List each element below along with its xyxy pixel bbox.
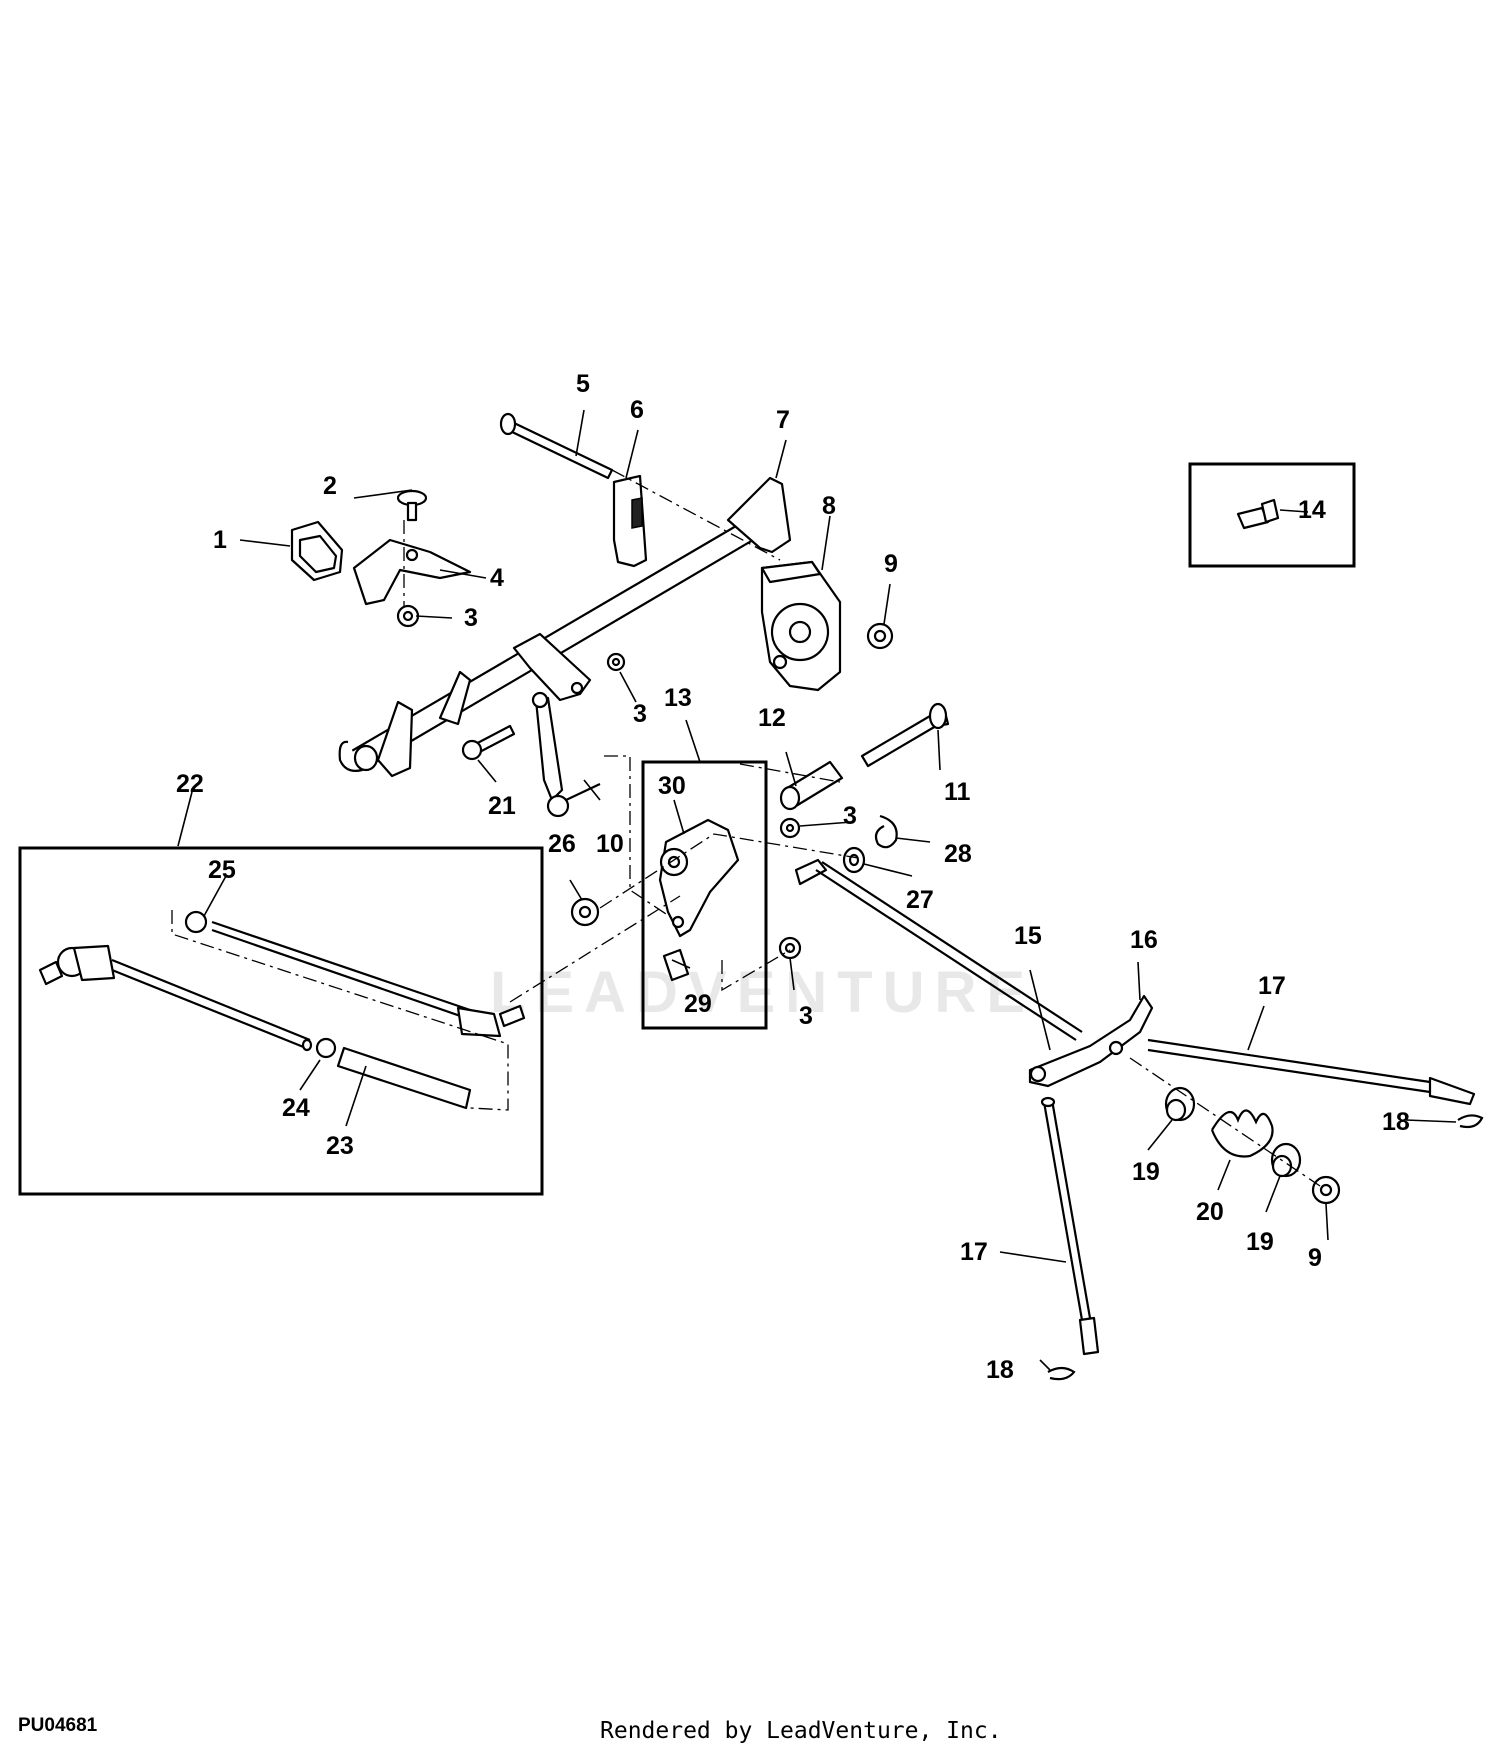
tie-rod-lower — [1040, 1096, 1100, 1356]
hex-nut-26 — [570, 897, 600, 927]
pivot-pin — [499, 412, 614, 480]
callout-26: 26 — [548, 830, 576, 858]
hex-nut-9-top — [866, 622, 894, 650]
spring-cup-right — [1270, 1142, 1302, 1178]
link-rod — [461, 691, 601, 818]
callout-5: 5 — [576, 370, 590, 398]
hex-nut-3-lower — [778, 936, 802, 960]
callout-16: 16 — [1130, 926, 1158, 954]
callout-leaders — [177, 409, 1457, 1371]
callout-11: 11 — [944, 778, 971, 806]
watermark-text: LEADVENTURE — [490, 960, 1035, 1025]
callout-19: 19 — [1246, 1228, 1274, 1256]
rockshaft-assembly — [338, 476, 792, 778]
callout-17: 17 — [960, 1238, 988, 1266]
callout-18: 18 — [1382, 1108, 1410, 1136]
callout-12: 12 — [758, 704, 786, 732]
callout-3: 3 — [464, 604, 478, 632]
callout-6: 6 — [630, 396, 644, 424]
callout-24: 24 — [282, 1094, 310, 1122]
dowel-pin — [662, 948, 690, 982]
spring-cup-left — [1164, 1086, 1196, 1122]
callout-23: 23 — [326, 1132, 354, 1160]
compression-spring — [1210, 1109, 1274, 1158]
callout-14: 14 — [1298, 496, 1326, 524]
callout-13: 13 — [664, 684, 692, 712]
cotter-clip-lower — [1047, 1366, 1076, 1381]
callout-30: 30 — [658, 772, 686, 800]
clamp-block — [612, 474, 648, 568]
callout-20: 20 — [1196, 1198, 1224, 1226]
callout-21: 21 — [488, 792, 516, 820]
callout-1: 1 — [213, 526, 227, 554]
callout-15: 15 — [1014, 922, 1042, 950]
tie-rod-upper — [1147, 1038, 1476, 1106]
callout-8: 8 — [822, 492, 836, 520]
rod-kit-box — [18, 846, 544, 1196]
shoulder-bolt — [860, 702, 950, 768]
grease-fitting — [1236, 498, 1280, 530]
lever-kit-box — [641, 760, 768, 1030]
callout-18: 18 — [986, 1356, 1014, 1384]
fitting-kit-box — [1188, 462, 1356, 568]
hair-pin-clip — [874, 814, 898, 849]
callout-9: 9 — [884, 550, 898, 578]
figure-id: PU04681 — [18, 1715, 98, 1736]
callout-10: 10 — [596, 830, 624, 858]
bell-crank — [1028, 994, 1154, 1088]
knob-button — [396, 489, 428, 522]
callout-4: 4 — [490, 564, 504, 592]
spacer-sleeve — [779, 760, 844, 811]
bushing — [290, 520, 344, 582]
callout-7: 7 — [776, 406, 790, 434]
flat-washer — [842, 846, 866, 874]
callout-labels: 1 2 3 3 3 3 4 5 6 7 8 9 9 10 11 12 13 14… — [176, 370, 1410, 1384]
callout-3: 3 — [633, 700, 647, 728]
callout-22: 22 — [176, 770, 204, 798]
alignment-lines — [403, 469, 1321, 1187]
callout-19: 19 — [1132, 1158, 1160, 1186]
hex-nut-3-right — [779, 817, 801, 839]
callout-2: 2 — [323, 472, 337, 500]
mount-bracket — [760, 560, 842, 692]
cotter-clip-upper — [1457, 1114, 1484, 1129]
callout-9: 9 — [1308, 1244, 1322, 1272]
render-credit: Rendered by LeadVenture, Inc. — [600, 1718, 1002, 1744]
hex-nut-3-center — [606, 652, 626, 672]
callout-17: 17 — [1258, 972, 1286, 1000]
callout-28: 28 — [944, 840, 972, 868]
hex-nut-9-lower — [1311, 1175, 1341, 1205]
callout-29: 29 — [684, 990, 712, 1018]
lever-body — [658, 818, 740, 938]
callout-25: 25 — [208, 856, 236, 884]
hex-nut-3-top — [396, 604, 420, 628]
adjuster-rod-assembly — [38, 910, 526, 1111]
callout-27: 27 — [906, 886, 934, 914]
callout-3: 3 — [799, 1002, 813, 1030]
callout-3: 3 — [843, 802, 857, 830]
plate-bracket — [352, 538, 472, 606]
